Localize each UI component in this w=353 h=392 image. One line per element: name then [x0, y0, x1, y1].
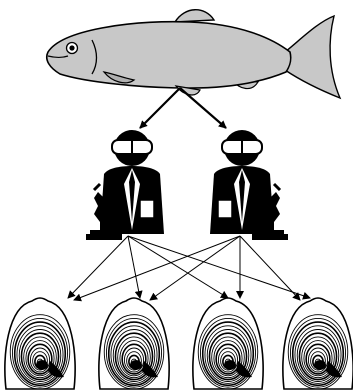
arrow-s1-scale3: [128, 236, 228, 298]
fish-scale-icon: [283, 298, 353, 389]
trout-icon: [47, 10, 340, 98]
arrow-to-scientist-2: [180, 88, 226, 128]
arrow-to-scientist-1: [140, 88, 180, 128]
scientist-with-microscope-icon: [210, 130, 288, 240]
fish-scale-icon: [5, 298, 75, 389]
arrow-s1-scale1: [68, 236, 128, 298]
arrow-s1-scale2: [128, 236, 140, 298]
fish-scale-icon: [193, 298, 263, 389]
arrow-s1-scale4: [128, 236, 310, 298]
fish-to-scientist-arrows: [140, 88, 226, 128]
fish-scale-icon: [99, 298, 169, 389]
arrow-s2-scale4: [240, 236, 300, 300]
scientist-with-microscope-icon: [86, 130, 164, 240]
arrow-s2-scale2: [150, 236, 240, 300]
scientist-to-scale-arrows: [68, 236, 310, 300]
scales-row: [5, 298, 353, 389]
